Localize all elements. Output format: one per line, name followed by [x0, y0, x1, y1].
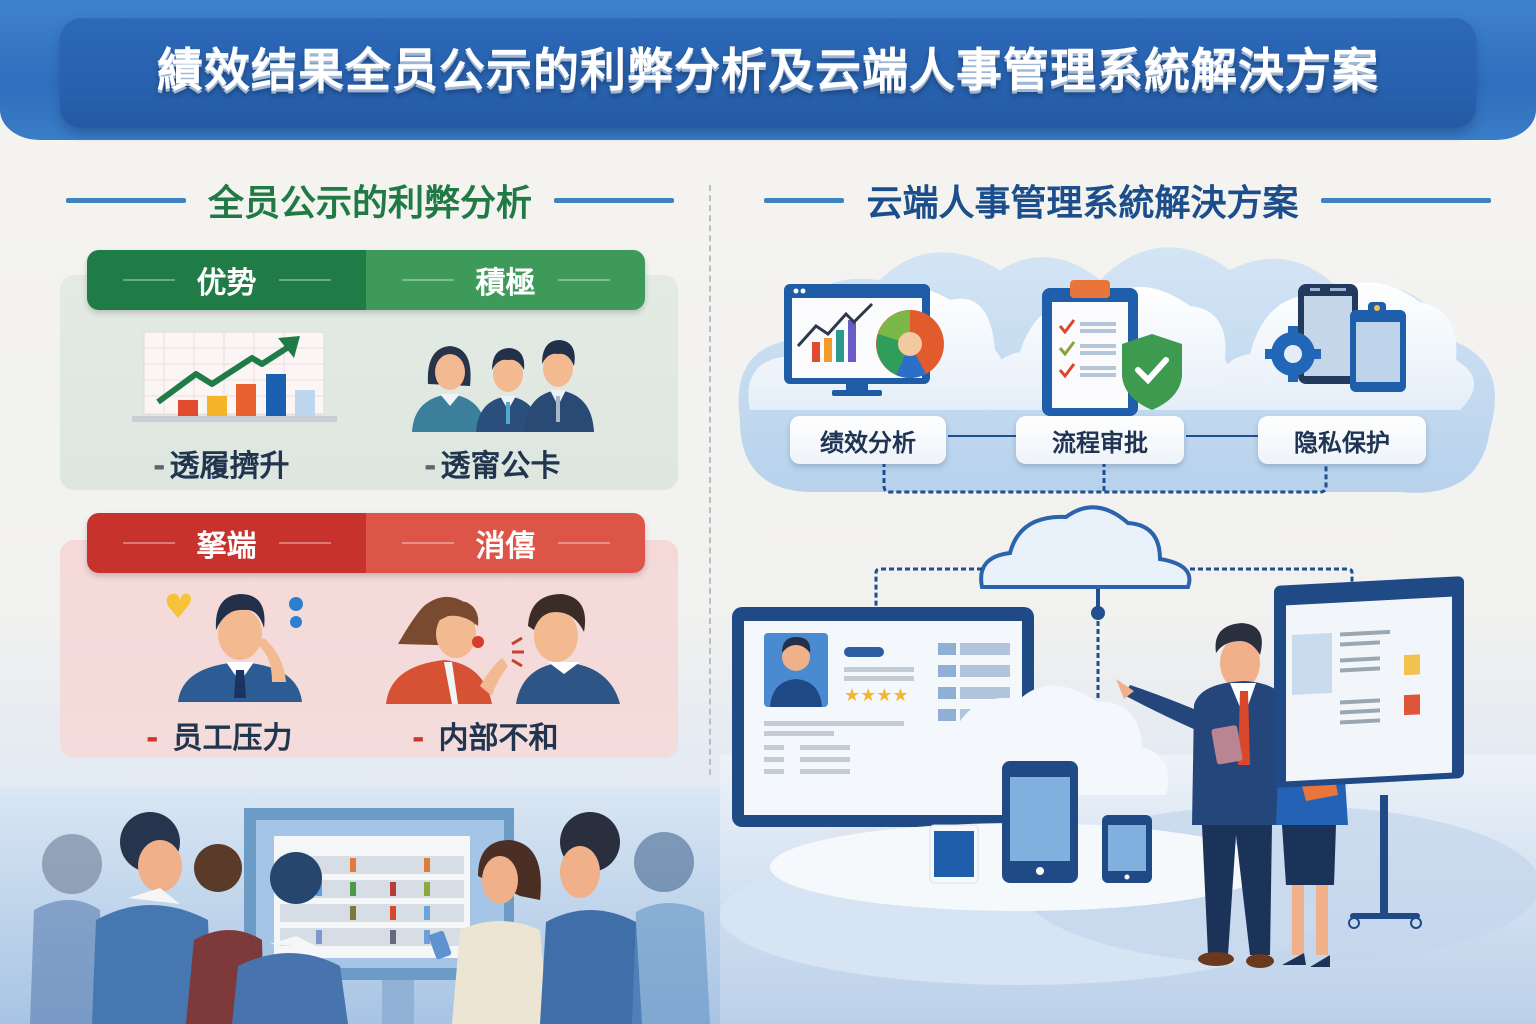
page-title: 績效结果全员公示的利弊分析及云端人事管理系統解決方案 — [157, 43, 1379, 97]
pros-tabbar: 优势 積極 — [87, 250, 645, 310]
right-section-title: 云端人事管理系統解決方案 — [866, 183, 1299, 224]
heading-rule-right — [1320, 197, 1491, 203]
svg-text:★★★★: ★★★★ — [844, 685, 909, 706]
cons-point-2: -内部不和 — [412, 713, 558, 757]
cons-tab-negative: 消僖 — [366, 513, 645, 573]
bullet: - — [146, 721, 159, 756]
conflict-conversation-icon — [386, 594, 620, 704]
tab-label: 消僖 — [475, 529, 536, 564]
growth-chart-icon — [132, 331, 337, 422]
stressed-employee-icon — [166, 593, 303, 702]
feature-performance-analysis: 绩效分析 — [790, 416, 946, 464]
cons-tab-disadvantages: 拏端 — [87, 513, 366, 573]
feature-clouds — [738, 247, 1495, 494]
heading-rule-left — [65, 197, 186, 203]
right-section-heading: 云端人事管理系統解決方案 — [735, 172, 1520, 228]
team-group-icon — [412, 340, 594, 432]
left-section-title: 全员公示的利弊分析 — [207, 183, 532, 224]
hr-managers-presenting-cloud-system: ★★★★ — [720, 505, 1536, 1024]
bullet: - — [424, 449, 437, 484]
point-text: 内部不和 — [438, 721, 559, 756]
analytics-dashboard-icon — [784, 284, 944, 396]
pros-tab-advantages: 优势 — [87, 250, 366, 310]
point-text: 透甯公卡 — [440, 449, 561, 484]
tab-label: 拏端 — [196, 529, 257, 564]
heading-rule-right — [554, 197, 674, 203]
left-section-heading: 全员公示的利弊分析 — [50, 172, 690, 228]
header-title-panel — [60, 18, 1476, 128]
point-text: 透履擠升 — [169, 449, 290, 484]
cloud-hub-icon — [979, 505, 1192, 745]
pros-point-2: -透甯公卡 — [424, 441, 560, 485]
point-text: 员工压力 — [172, 721, 293, 756]
employees-viewing-results-board — [0, 788, 720, 1024]
tab-label: 積極 — [475, 266, 536, 301]
section-divider — [709, 185, 711, 775]
feature-privacy-protection: 隐私保护 — [1258, 416, 1426, 464]
cons-tabbar: 拏端 消僖 — [87, 513, 645, 573]
tab-label: 优势 — [196, 266, 257, 301]
heading-rule-left — [764, 197, 845, 203]
bullet: - — [412, 721, 425, 756]
bullet: - — [153, 449, 166, 484]
cons-point-1: -员工压力 — [146, 713, 292, 757]
pros-point-1: -透履擠升 — [153, 441, 289, 485]
feature-approval-workflow: 流程审批 — [1016, 416, 1184, 464]
devices-gear-icon — [1265, 284, 1406, 392]
pros-tab-positive: 積極 — [366, 250, 645, 310]
checklist-shield-icon — [1042, 280, 1182, 416]
